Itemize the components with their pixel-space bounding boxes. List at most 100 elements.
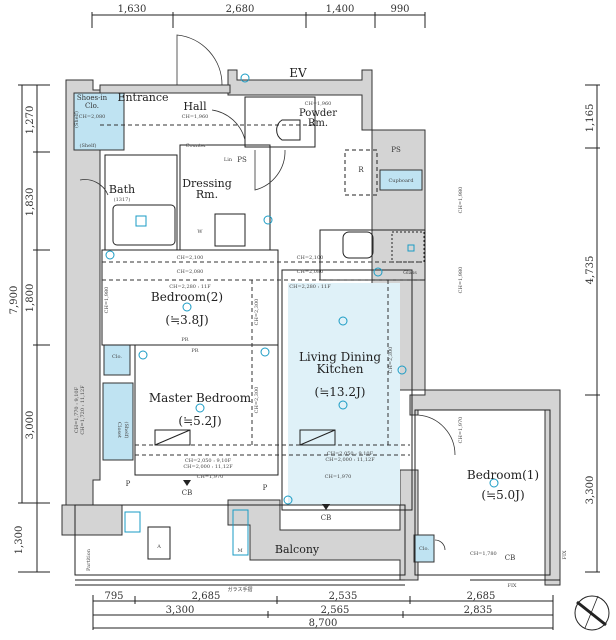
ps-label: PS — [237, 156, 247, 164]
dim-left-total: 7,900 — [9, 286, 20, 315]
bedroom1-label: Bedroom(1) — [467, 468, 539, 482]
ch-2100: CH=2,100 — [177, 255, 204, 261]
ch-2300-master: CH=2,300 — [254, 387, 260, 414]
outlet-icon — [373, 267, 383, 277]
powder-label-2: Rm. — [308, 118, 328, 129]
powder-label: Powder — [299, 108, 337, 119]
hall-ch: CH=1,960 — [182, 114, 209, 120]
ldk-size: (≒13.2J) — [315, 385, 366, 399]
dim-bottom-4: 2,685 — [467, 591, 496, 602]
dim-right-3: 3,300 — [585, 476, 596, 505]
ch-1970-b1: CH=1,970 — [458, 417, 464, 444]
cb-marker-icon — [322, 504, 330, 510]
hall-label: Hall — [183, 100, 207, 113]
dim-left-1: 1,270 — [25, 106, 36, 135]
bath-faucet-icon — [135, 215, 147, 227]
dim-right-1: 1,165 — [585, 104, 596, 133]
dim-bottom-7: 2,835 — [464, 605, 493, 616]
dim-left-2: 1,830 — [25, 188, 36, 217]
ldk-label: Living Dining — [299, 350, 381, 364]
ldk-label-2: Kitchen — [317, 362, 364, 376]
outlet-icon — [397, 365, 407, 375]
shoes-label: Shoes-in — [77, 94, 108, 102]
clo-b1-label: Clo. — [419, 546, 429, 552]
lin-label: Lin — [224, 157, 233, 163]
w-label: W — [197, 229, 203, 235]
dim-right-2: 4,735 — [585, 256, 596, 285]
bedroom2-size: (≒3.8J) — [165, 313, 208, 327]
bottom-dimensions: 795 2,685 2,535 2,685 3,300 2,565 2,835 … — [92, 591, 554, 630]
cb-label-ldk: CB — [321, 514, 332, 522]
ch-1720: CH=1,720 : 11,12F — [80, 385, 86, 435]
ch-1980-right-2: CH=1,980 — [458, 187, 464, 214]
entrance-label: Entrance — [117, 91, 168, 104]
pr-label-2: PR — [191, 348, 198, 354]
fix-right-label: FIX — [562, 550, 568, 559]
closet-shelf-label: (Shelf) — [123, 422, 130, 439]
intercom-icon — [240, 73, 250, 83]
cb-marker-icon — [183, 480, 191, 486]
dim-bottom-1: 795 — [104, 591, 123, 602]
a-label: A — [156, 544, 161, 550]
counter-label: Counter — [186, 143, 207, 149]
dim-top-1: 1,630 — [118, 4, 147, 15]
shoes-label-2: Clo. — [85, 102, 99, 110]
downlight-icon — [489, 478, 499, 488]
p-label-2: P — [263, 484, 268, 492]
r-label: R — [358, 166, 364, 174]
ldk-floor — [288, 283, 400, 505]
room-outlines — [74, 96, 560, 586]
ch-1980-b2: CH=1,980 — [104, 287, 110, 314]
top-dimensions: 1,630 2,680 1,400 990 — [91, 4, 426, 28]
ch-2100-ldk: CH=2,100 — [297, 255, 324, 261]
partition-label: Partition — [86, 548, 92, 571]
bedroom2-label: Bedroom(2) — [151, 290, 223, 304]
p-label-1: P — [126, 480, 131, 488]
cb-label-b1: CB — [505, 554, 516, 562]
cb-label-master: CB — [182, 489, 193, 497]
dim-bottom-3: 2,535 — [329, 591, 358, 602]
outlet-icon — [260, 347, 270, 357]
ch-2080-ldk: CH=2,080 — [297, 269, 324, 275]
ch-2050-ldk: CH=2,050 : 9,10F — [327, 451, 374, 457]
downlight-icon — [182, 302, 192, 312]
bedroom1-size: (≒5.0J) — [481, 488, 524, 502]
shoes-ch: CH=2,080 — [79, 114, 106, 120]
shelf-bottom-label: (Shelf) — [80, 142, 97, 149]
downlight-icon — [338, 316, 348, 326]
downlight-icon — [195, 403, 205, 413]
dim-bottom-5: 3,300 — [166, 605, 195, 616]
dim-bottom-2: 2,685 — [192, 591, 221, 602]
ev-label: EV — [289, 66, 307, 80]
m-label: M — [237, 548, 242, 554]
glass-rail-label: ガラス手摺 — [228, 586, 253, 593]
ch-2000-ldk: CH=2,000 : 11,12F — [325, 457, 375, 463]
downlight-icon — [338, 400, 348, 410]
glass-label: Glass — [403, 270, 417, 276]
ch-2280: CH=2,280 : 11F — [169, 284, 211, 290]
ch-2000-master: CH=2,000 : 11,12F — [183, 464, 233, 470]
pr-label: PR — [181, 337, 188, 343]
left-dimensions: 7,900 1,270 1,830 1,800 3,000 1,300 — [9, 84, 50, 573]
outlet-icon — [283, 495, 293, 505]
doors — [79, 34, 456, 551]
master-bedroom-label: Master Bedroom — [149, 391, 252, 405]
outlet-icon — [138, 350, 148, 360]
closet — [102, 382, 134, 461]
bath-label: Bath — [109, 183, 135, 196]
right-dimensions: 1,165 4,735 3,300 — [585, 84, 600, 573]
dim-left-4: 3,000 — [25, 411, 36, 440]
dim-top-2: 2,680 — [226, 4, 255, 15]
dressing-label: Dressing — [182, 177, 232, 190]
ch-1980-right: CH=1,980 — [458, 267, 464, 294]
stove-icon — [407, 244, 415, 252]
powder-ch: CH=1,960 — [305, 101, 332, 107]
compass-icon — [574, 595, 610, 631]
dim-bottom-6: 2,565 — [321, 605, 350, 616]
dressing-label-2: Rm. — [196, 188, 218, 201]
closet-label: Closet — [116, 422, 122, 438]
dim-bottom-total: 8,700 — [309, 618, 338, 629]
dim-top-4: 990 — [390, 4, 409, 15]
shelf-label: (Shelf) — [73, 111, 80, 128]
